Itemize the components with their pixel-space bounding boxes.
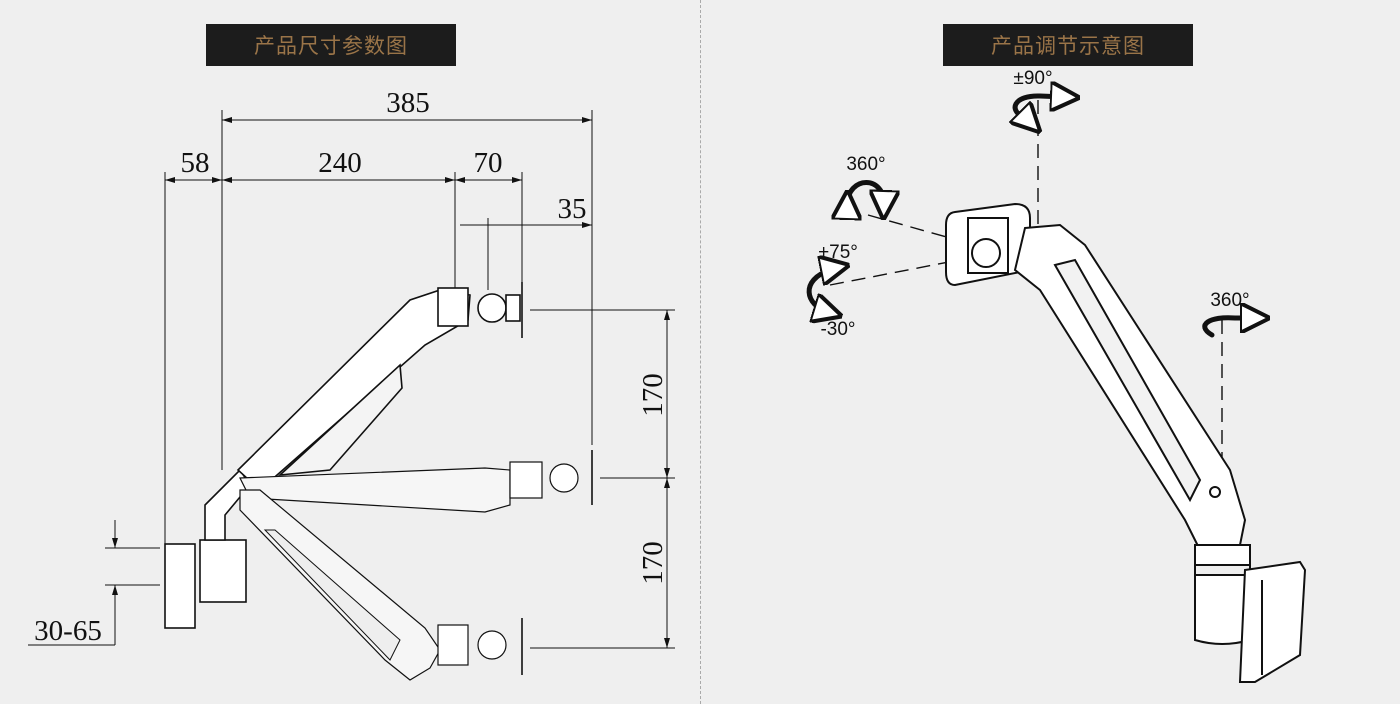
rotation-angle: 360°: [846, 154, 885, 175]
monitor-arm-side-view: [164, 282, 593, 681]
adjustment-guide-lines: [829, 100, 1223, 470]
dim-base-offset: 58: [181, 147, 210, 179]
dim-total-reach: 385: [386, 87, 430, 119]
dim-arm-length: 240: [318, 147, 362, 179]
tilt-down-angle: -30°: [820, 319, 855, 340]
rotation-arrows: [806, 96, 1255, 338]
dim-head-length: 70: [474, 147, 503, 179]
monitor-arm-perspective-view: [945, 202, 1307, 683]
dimension-diagram-title: 产品尺寸参数图: [206, 24, 456, 66]
adjustment-diagram-title: 产品调节示意图: [943, 24, 1193, 66]
tilt-up-angle: +75°: [818, 242, 858, 263]
dim-clamp-range: 30-65: [34, 615, 102, 647]
dim-height-lower: 170: [637, 541, 669, 585]
dim-height-upper: 170: [637, 373, 669, 417]
panel-divider: [700, 0, 701, 704]
base-rotation-angle: 360°: [1210, 290, 1249, 311]
swivel-head-angle: ±90°: [1013, 68, 1052, 89]
dimension-lines: [28, 110, 675, 649]
dim-plate-offset: 35: [558, 193, 587, 225]
